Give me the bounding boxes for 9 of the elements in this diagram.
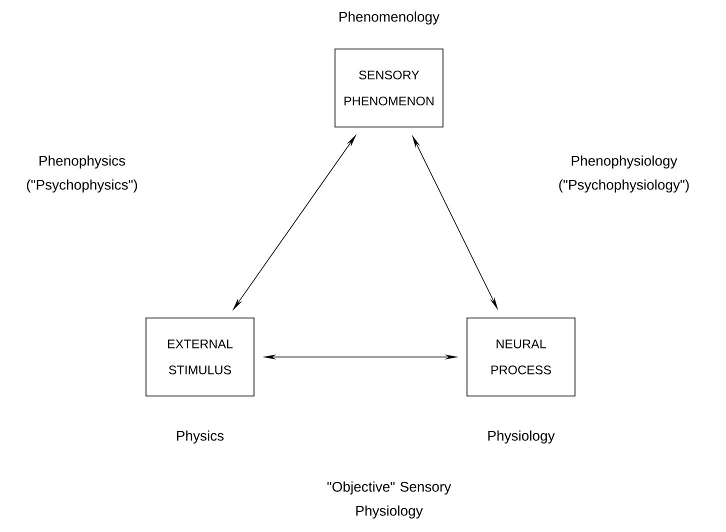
process-box: NEURAL PROCESS: [466, 318, 576, 396]
node-caption: Phenomenology: [340, 11, 440, 24]
field-label: Phenophysics ("Psychophysics"): [26, 155, 138, 192]
node-caption: Physics: [177, 430, 224, 444]
field-label: "Objective" Sensory Physiology: [327, 481, 452, 518]
process-box: SENSORY PHENOMENON: [334, 48, 444, 128]
field-label: Phenophysiology ("Psychophysiology"): [559, 155, 689, 192]
node-caption: Physiology: [488, 430, 555, 444]
process-box: EXTERNAL STIMULUS: [146, 318, 254, 396]
